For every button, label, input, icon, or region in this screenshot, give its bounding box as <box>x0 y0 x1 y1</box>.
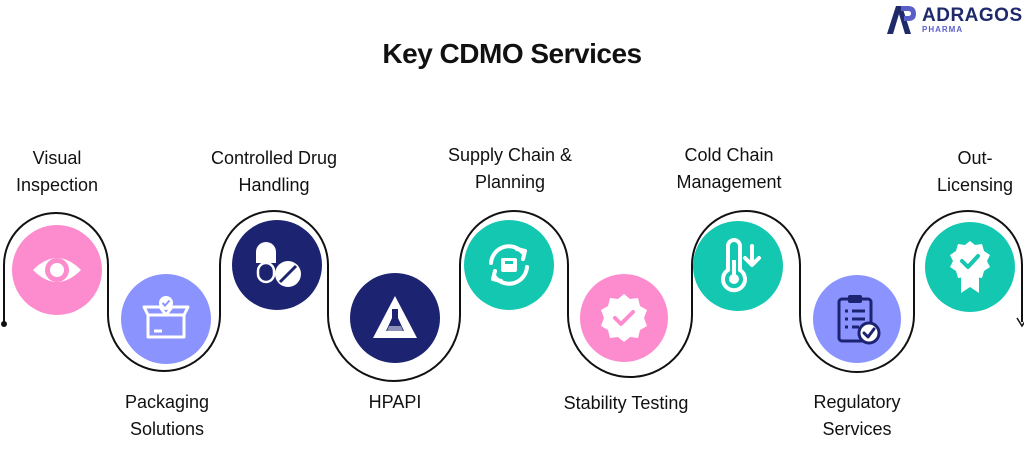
service-label-hpapi: HPAPI <box>368 392 422 412</box>
service-node-controlled-drug-handling <box>232 220 322 310</box>
brand-logo: ADRAGOS PHARMA <box>884 3 1022 37</box>
service-label-out-licensing: Out- Licensing <box>936 148 1014 195</box>
service-node-stability-testing <box>580 274 668 362</box>
package-check-icon <box>142 296 190 339</box>
service-label-visual-inspection: Visual Inspection <box>15 148 99 195</box>
service-node-out-licensing <box>925 222 1015 312</box>
eye-icon <box>33 258 81 282</box>
service-node-regulatory-services <box>813 275 901 363</box>
service-node-cold-chain-management <box>693 221 783 311</box>
brand-name: ADRAGOS <box>922 5 1023 26</box>
page-title: Key CDMO Services <box>382 38 642 69</box>
service-label-cold-chain-management: Cold Chain Management <box>676 145 782 192</box>
pills-icon <box>256 242 301 287</box>
service-node-packaging-solutions <box>121 274 211 364</box>
clipboard-check-icon <box>837 295 881 345</box>
badge-check-icon <box>601 294 647 342</box>
service-label-controlled-drug-handling: Controlled Drug Handling <box>210 148 338 195</box>
service-label-stability-testing: Stability Testing <box>563 393 689 413</box>
hazard-flask-icon <box>373 296 417 338</box>
thermometer-down-icon <box>721 238 761 293</box>
service-node-visual-inspection <box>12 225 102 315</box>
service-label-supply-chain-planning: Supply Chain & Planning <box>447 145 573 192</box>
award-ribbon-icon <box>950 241 990 293</box>
path-end-arrow <box>1016 317 1024 328</box>
service-label-regulatory-services: Regulatory Services <box>813 392 901 439</box>
service-label-packaging-solutions: Packaging Solutions <box>124 392 210 439</box>
path-start-dot <box>1 321 7 327</box>
brand-mark-icon <box>887 6 916 34</box>
service-node-supply-chain-planning <box>464 220 554 310</box>
brand-subtitle: PHARMA <box>922 25 964 34</box>
refresh-box-icon <box>489 244 529 286</box>
service-node-hpapi <box>350 273 440 363</box>
